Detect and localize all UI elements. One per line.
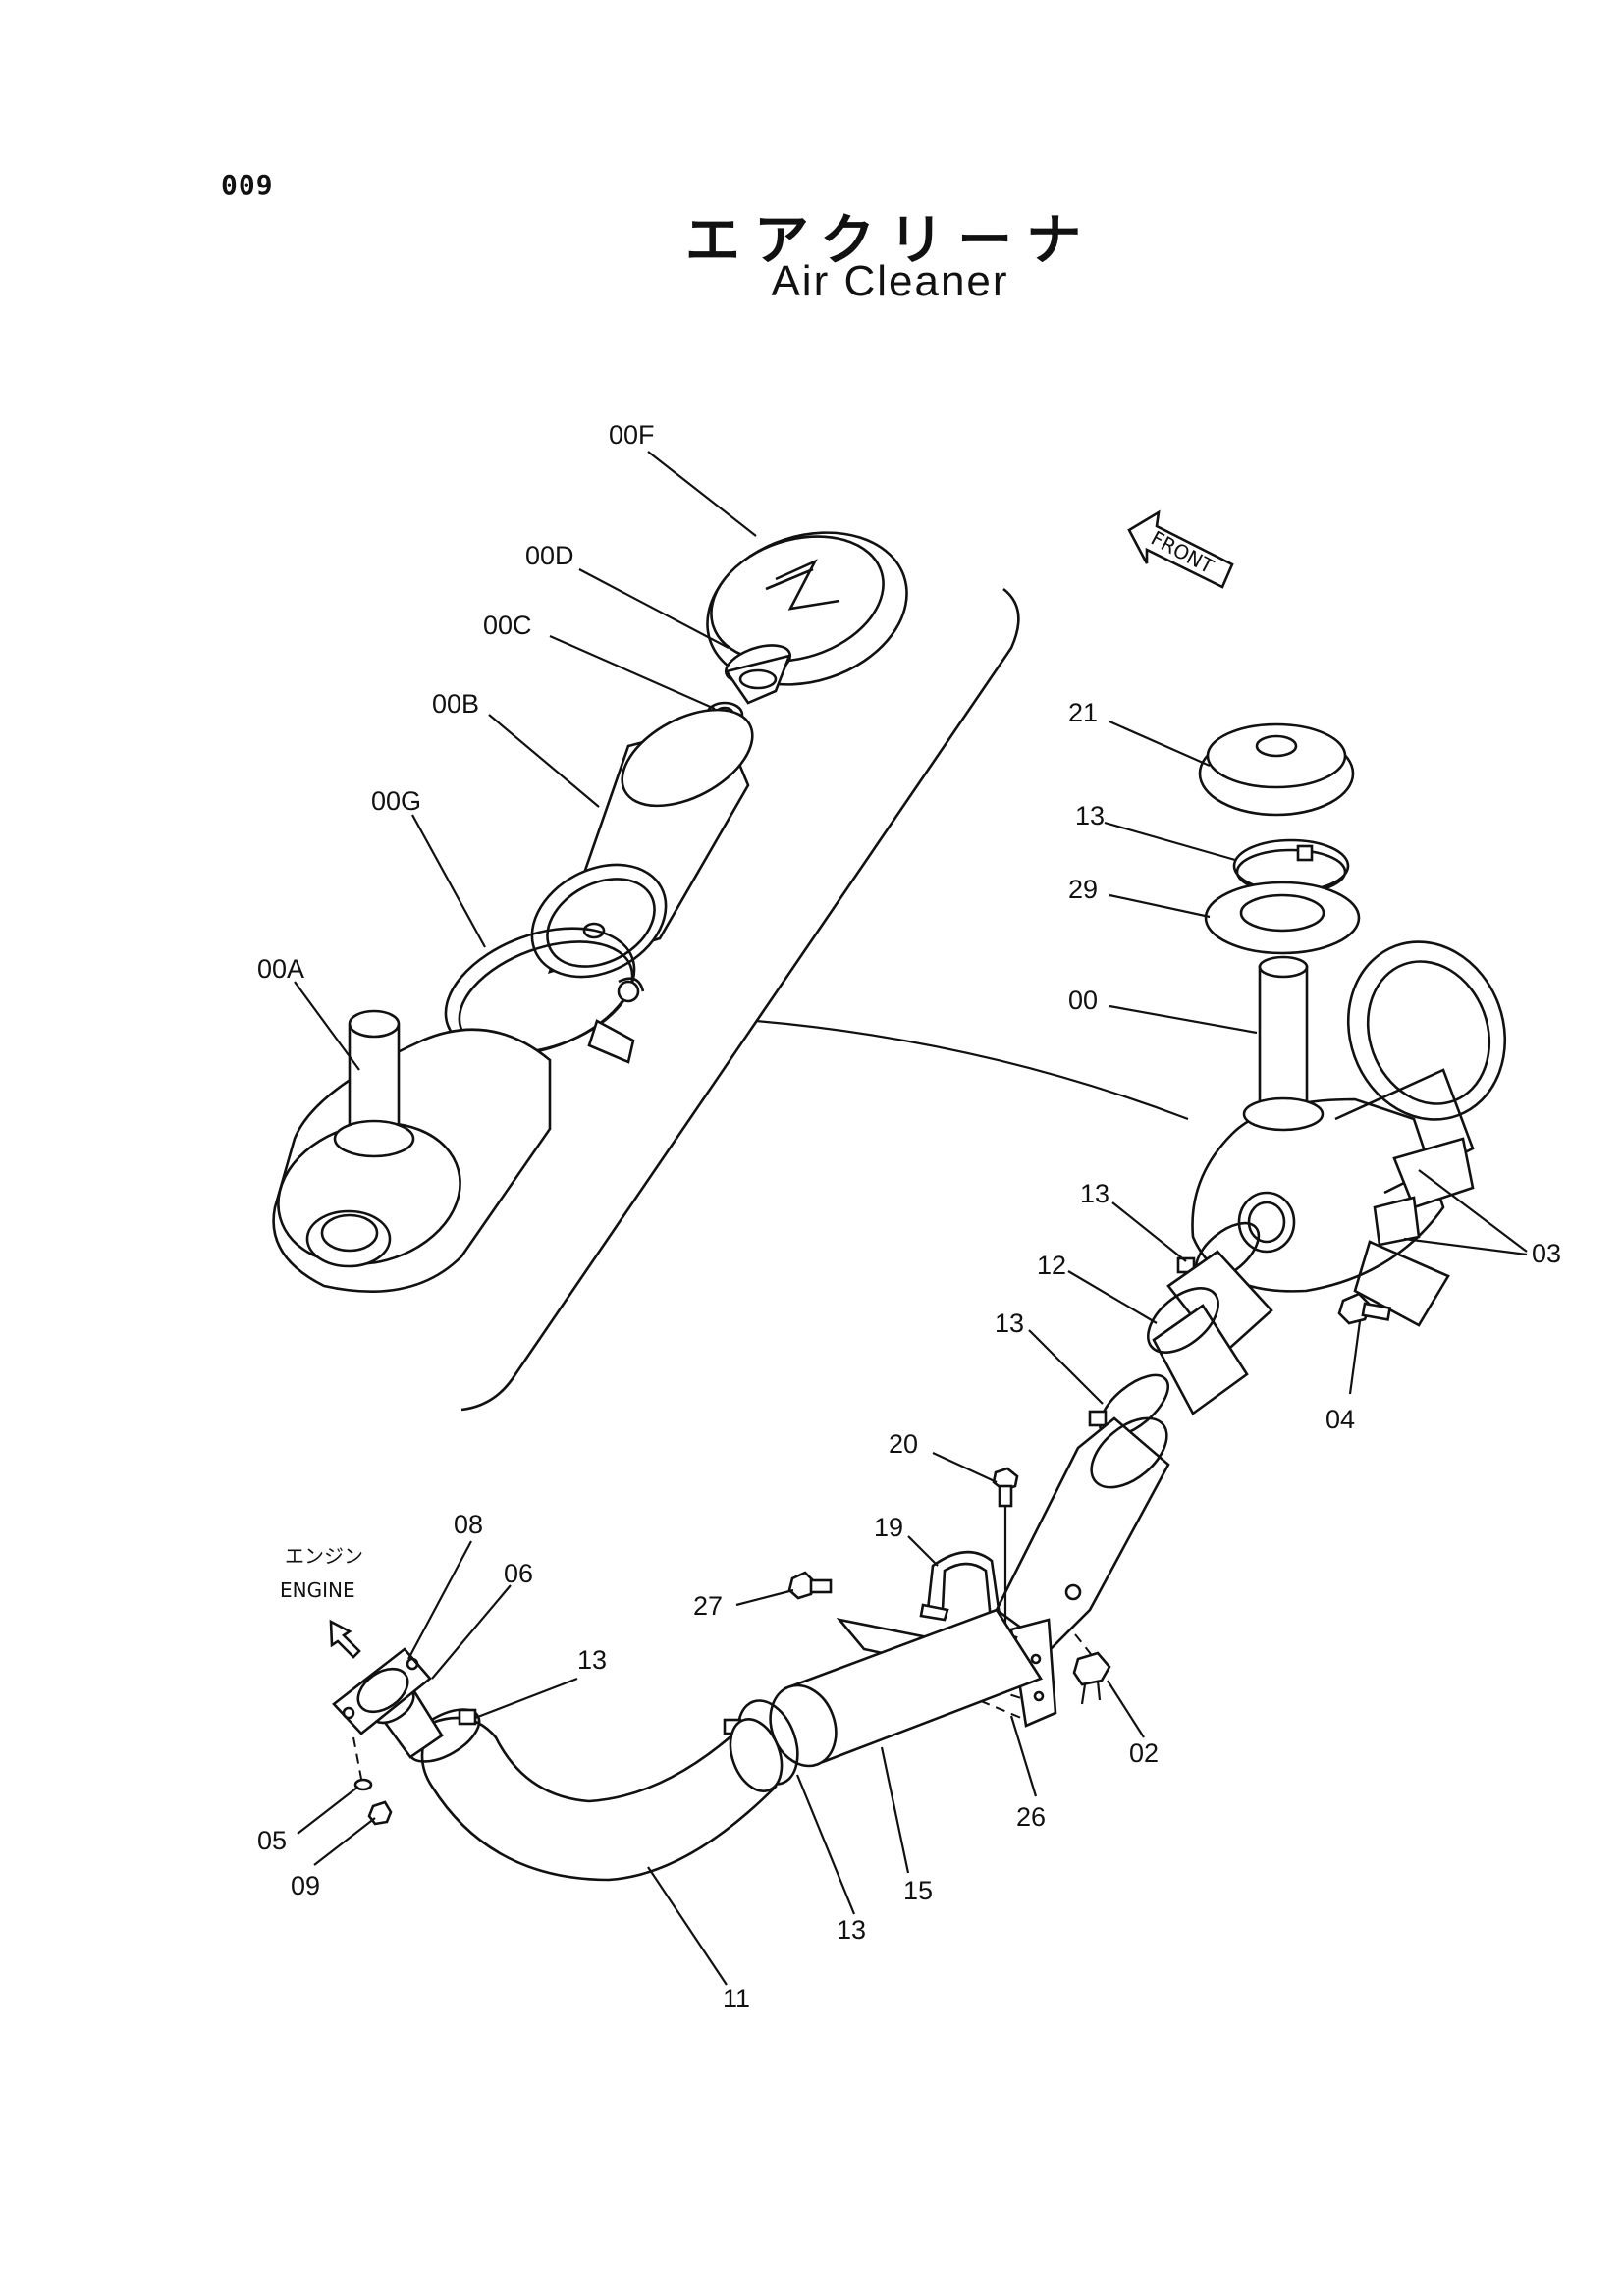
callout-04: 04 (1325, 1405, 1355, 1434)
callout-20: 20 (889, 1429, 918, 1459)
hose-12 (1147, 1250, 1273, 1415)
callout-26: 26 (1016, 1802, 1046, 1832)
washer-05 (353, 1778, 373, 1791)
elbow-pipe-11 (420, 1716, 784, 1882)
front-direction-arrow: FRONT (1127, 509, 1234, 589)
callout-00D: 00D (525, 541, 574, 570)
callout-13-cap-clamp: 13 (1075, 801, 1105, 830)
callout-11: 11 (723, 1984, 750, 2013)
title-english: Air Cleaner (771, 257, 1009, 305)
filter-element-00B (530, 708, 754, 979)
callout-12: 12 (1037, 1251, 1066, 1280)
wing-nut-00D (724, 644, 792, 705)
title-japanese: エアクリーナ (684, 209, 1096, 273)
engine-label-en: ENGINE (280, 1578, 355, 1602)
callout-00B: 00B (432, 689, 479, 719)
bolt-20 (992, 1467, 1019, 1629)
callout-03: 03 (1532, 1239, 1561, 1268)
callout-13-pipe-clamp: 13 (837, 1915, 866, 1945)
housing-00A (272, 1009, 552, 1293)
stud-guide-line (352, 1736, 362, 1780)
callout-13-elbow-clamp: 13 (577, 1645, 607, 1675)
bolt-04 (1337, 1292, 1392, 1325)
callout-00A: 00A (257, 954, 304, 984)
callout-00G: 00G (371, 786, 421, 816)
callout-15: 15 (903, 1876, 933, 1905)
bolt-27 (787, 1571, 833, 1600)
callout-00F: 00F (609, 420, 655, 450)
engine-label-jp: エンジン (285, 1544, 363, 1568)
callout-21: 21 (1068, 698, 1098, 727)
callout-13-outlet-clamp: 13 (1080, 1179, 1109, 1208)
callout-27: 27 (693, 1591, 723, 1621)
leader-lines (294, 451, 1528, 1986)
front-label: FRONT (1147, 526, 1217, 579)
callout-13-hose-clamp: 13 (995, 1308, 1024, 1338)
callout-19: 19 (874, 1513, 903, 1542)
callout-02: 02 (1129, 1738, 1159, 1768)
callout-08: 08 (454, 1510, 483, 1539)
detail-panel-outline (460, 587, 1020, 1412)
page-number: 009 (221, 169, 274, 201)
intake-pipe (995, 1416, 1170, 1651)
fitting-02 (1072, 1633, 1111, 1705)
callout-05: 05 (257, 1826, 287, 1855)
callout-00: 00 (1068, 986, 1098, 1015)
clamp-band-00G (444, 927, 645, 1064)
seal-ring-29 (1204, 881, 1361, 955)
cap-00F (706, 531, 908, 686)
callout-labels: 00F 00D 00C 00B 00G 00A 21 13 29 00 13 1… (257, 420, 1561, 2013)
callout-06: 06 (504, 1559, 533, 1588)
callout-00C: 00C (483, 611, 532, 640)
callout-29: 29 (1068, 875, 1098, 904)
mounting-bracket-03 (1353, 1137, 1475, 1327)
pipe-15 (769, 1608, 1043, 1768)
engine-direction-arrow: エンジン ENGINE (280, 1544, 363, 1659)
callout-09: 09 (291, 1871, 320, 1900)
detail-leader-line (755, 1019, 1189, 1121)
rain-cap-21 (1198, 722, 1355, 817)
gasket-08 (332, 1647, 432, 1735)
air-cleaner-assembly-00 (1191, 940, 1507, 1293)
